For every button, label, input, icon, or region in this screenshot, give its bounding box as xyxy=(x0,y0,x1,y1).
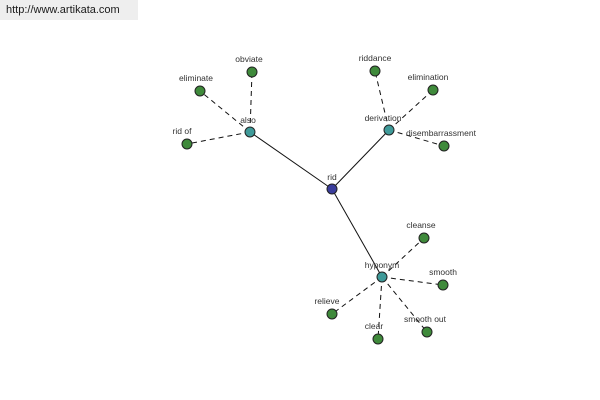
edge-rid-also xyxy=(249,131,333,190)
label-relation-also[interactable]: also xyxy=(240,115,256,125)
graph-edges xyxy=(186,70,445,340)
node-word-obviate[interactable] xyxy=(246,66,258,78)
edge-hyponym-relieve xyxy=(331,276,383,315)
node-word-rid-of[interactable] xyxy=(181,138,193,150)
edge-also-eliminate xyxy=(199,90,251,133)
label-word-cleanse[interactable]: cleanse xyxy=(406,220,436,230)
node-relation-derivation[interactable] xyxy=(383,124,395,136)
label-relation-derivation[interactable]: derivation xyxy=(365,113,402,123)
node-relation-hyponym[interactable] xyxy=(376,271,388,283)
edge-derivation-elimination xyxy=(388,89,434,131)
node-word-clear[interactable] xyxy=(372,333,384,345)
edge-hyponym-cleanse xyxy=(381,237,425,278)
label-word-elimination[interactable]: elimination xyxy=(408,72,449,82)
graph-nodes xyxy=(181,65,450,345)
node-word-smooth[interactable] xyxy=(437,279,449,291)
edge-derivation-riddance xyxy=(374,70,390,131)
label-word-clear[interactable]: clear xyxy=(365,321,384,331)
label-word-eliminate[interactable]: eliminate xyxy=(179,73,213,83)
graph-labels: rid also eliminate obviate rid of derivation r… xyxy=(173,53,477,331)
label-word-smooth-out[interactable]: smooth out xyxy=(404,314,447,324)
node-word-cleanse[interactable] xyxy=(418,232,430,244)
edge-hyponym-clear xyxy=(377,276,383,340)
label-word-rid-of[interactable]: rid of xyxy=(173,126,193,136)
label-word-disembarrassment[interactable]: disembarrassment xyxy=(406,128,477,138)
label-word-smooth[interactable]: smooth xyxy=(429,267,457,277)
label-word-relieve[interactable]: relieve xyxy=(314,296,339,306)
node-relation-also[interactable] xyxy=(244,126,256,138)
node-word-riddance[interactable] xyxy=(369,65,381,77)
edge-also-rid-of xyxy=(186,131,251,145)
label-word-riddance[interactable]: riddance xyxy=(359,53,392,63)
edge-also-obviate xyxy=(249,71,253,133)
label-word-obviate[interactable]: obviate xyxy=(235,54,263,64)
edge-rid-hyponym xyxy=(331,188,383,278)
label-root-rid[interactable]: rid xyxy=(327,172,337,182)
node-word-disembarrassment[interactable] xyxy=(438,140,450,152)
edge-hyponym-smooth-out xyxy=(381,276,428,333)
edge-rid-derivation xyxy=(331,129,390,190)
node-word-smooth-out[interactable] xyxy=(421,326,433,338)
label-relation-hyponym[interactable]: hyponym xyxy=(365,260,400,270)
node-word-eliminate[interactable] xyxy=(194,85,206,97)
node-word-elimination[interactable] xyxy=(427,84,439,96)
edge-derivation-disembarrassment xyxy=(388,129,445,147)
node-word-relieve[interactable] xyxy=(326,308,338,320)
node-root-rid[interactable] xyxy=(326,183,338,195)
edge-hyponym-smooth xyxy=(381,276,444,286)
site-url-link[interactable]: http://www.artikata.com xyxy=(0,0,138,20)
